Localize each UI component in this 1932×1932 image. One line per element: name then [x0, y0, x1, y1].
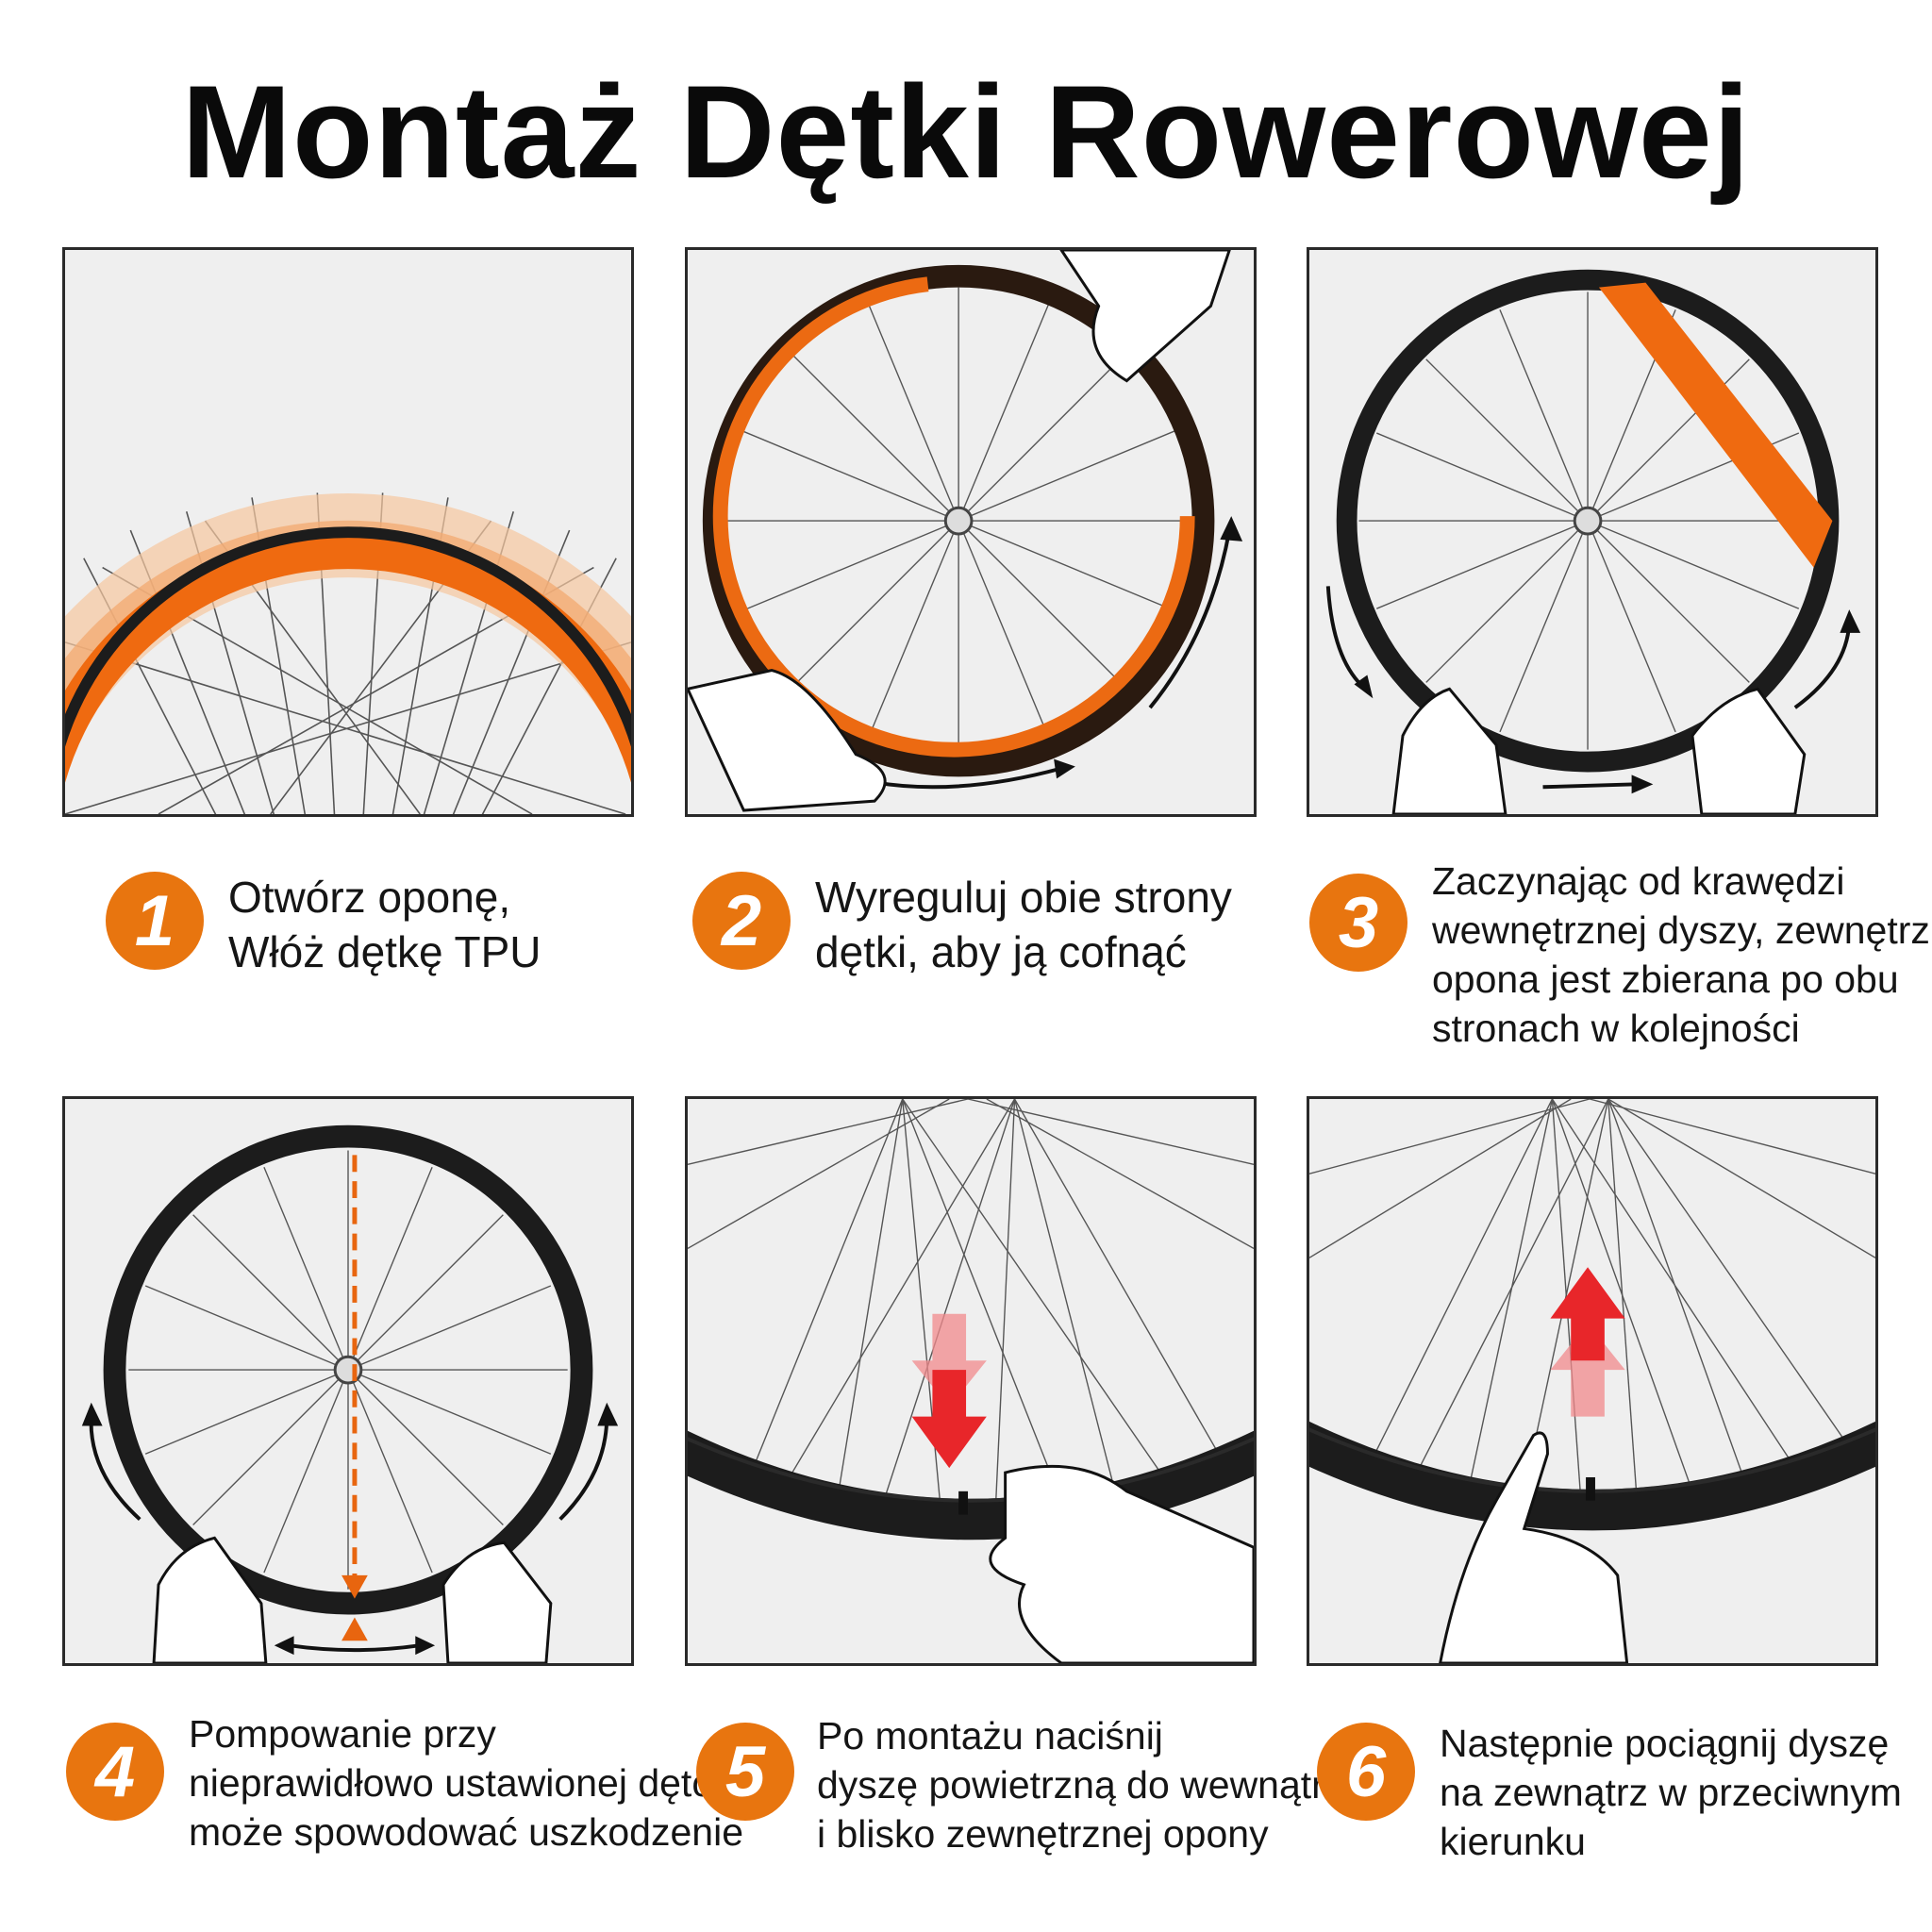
tire-black	[688, 1430, 1254, 1541]
step-number-badge: 2	[692, 872, 791, 970]
step-number-badge: 6	[1317, 1723, 1415, 1821]
hand-right	[441, 1541, 553, 1663]
rotation-arrow-bottom	[1542, 782, 1637, 790]
rim-black	[65, 526, 631, 747]
step-number-badge: 4	[66, 1723, 164, 1821]
rotation-arrow-bottom	[289, 1643, 421, 1653]
pull-arrow-up	[1550, 1267, 1625, 1361]
hand-top	[1059, 250, 1231, 383]
step-2: 2 Wyreguluj obie strony dętki, aby ją co…	[692, 872, 1232, 979]
hand-left	[1391, 687, 1507, 814]
tire-black	[1309, 1421, 1875, 1531]
step-description: Wyreguluj obie strony dętki, aby ją cofn…	[815, 873, 1232, 976]
tire-faded-outer	[65, 493, 631, 772]
rotation-arrow-bottom	[874, 766, 1062, 790]
step-5-illustration	[685, 1096, 1257, 1666]
tire-faded-mid	[65, 520, 631, 747]
step-3: 3 Zaczynając od krawędzi wewnętrznej dys…	[1309, 859, 1932, 1053]
hand-pulling	[1439, 1431, 1629, 1663]
step-2-illustration	[685, 247, 1257, 817]
step-1: 1 Otwórz oponę, Włóż dętkę TPU	[106, 872, 541, 979]
tire-black	[103, 1124, 593, 1615]
push-arrow-down-faded	[911, 1313, 987, 1407]
step-description: Po montażu naciśnij dyszę powietrzną do …	[817, 1714, 1344, 1856]
hand-right	[1690, 687, 1807, 814]
wheel-spokes	[1309, 1099, 1875, 1492]
page-title: Montaż Dętki Rowerowej	[181, 58, 1751, 206]
step-number-badge: 1	[106, 872, 204, 970]
wheel-spokes	[688, 1099, 1254, 1501]
hand-left	[152, 1536, 268, 1663]
hand-pressing	[989, 1464, 1254, 1663]
push-arrow-down	[911, 1370, 987, 1469]
tube-orange-strip	[1598, 282, 1833, 568]
rotation-arrow-right	[1148, 529, 1232, 709]
rotation-arrow-left	[89, 1416, 142, 1521]
alignment-arrow-up	[341, 1617, 368, 1641]
valve	[958, 1491, 969, 1515]
step-description: Zaczynając od krawędzi wewnętrznej dyszy…	[1432, 859, 1932, 1050]
valve	[1586, 1476, 1595, 1501]
step-5: 5 Po montażu naciśnij dyszę powietrzną d…	[696, 1714, 1343, 1858]
step-description: Otwórz oponę, Włóż dętkę TPU	[228, 873, 541, 976]
pull-arrow-up-faded	[1550, 1323, 1625, 1417]
step-number-badge: 5	[696, 1723, 794, 1821]
wheel-spokes	[128, 1150, 568, 1590]
hub	[1573, 506, 1603, 536]
step-number-badge: 3	[1309, 874, 1407, 972]
step-6: 6 Następnie pociągnij dyszę na zewnątrz …	[1317, 1722, 1902, 1866]
step-4: 4 Pompowanie przy nieprawidłowo ustawion…	[66, 1712, 743, 1857]
hub	[333, 1355, 363, 1385]
step-3-illustration	[1307, 247, 1878, 817]
alignment-arrow-down	[341, 1574, 368, 1599]
hand-bottom	[688, 669, 887, 812]
rotation-arrow-right	[558, 1416, 609, 1521]
tube-orange	[712, 275, 1195, 758]
step-description: Następnie pociągnij dyszę na zewnątrz w …	[1440, 1722, 1902, 1863]
step-description: Pompowanie przy nieprawidłowo ustawionej…	[189, 1712, 743, 1854]
step-4-illustration	[62, 1096, 634, 1666]
hub	[943, 506, 974, 536]
wheel-spokes	[724, 287, 1192, 755]
rotation-arrow-right	[1793, 623, 1852, 709]
step-6-illustration	[1307, 1096, 1878, 1666]
step-1-illustration	[62, 247, 634, 817]
rim	[688, 1437, 1254, 1503]
